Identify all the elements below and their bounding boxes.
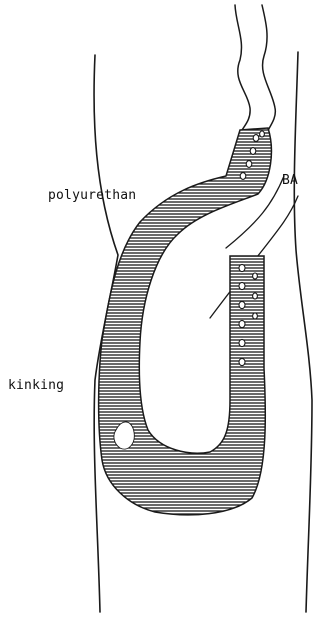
native-artery-right-edge	[262, 5, 275, 134]
label-ba: BA	[282, 173, 298, 188]
graft-loop-body	[99, 128, 272, 515]
label-polyurethan: polyurethan	[48, 188, 136, 203]
vessel-wall-right	[294, 52, 312, 612]
native-artery-left-edge	[235, 5, 250, 130]
label-kinking: kinking	[8, 378, 64, 393]
